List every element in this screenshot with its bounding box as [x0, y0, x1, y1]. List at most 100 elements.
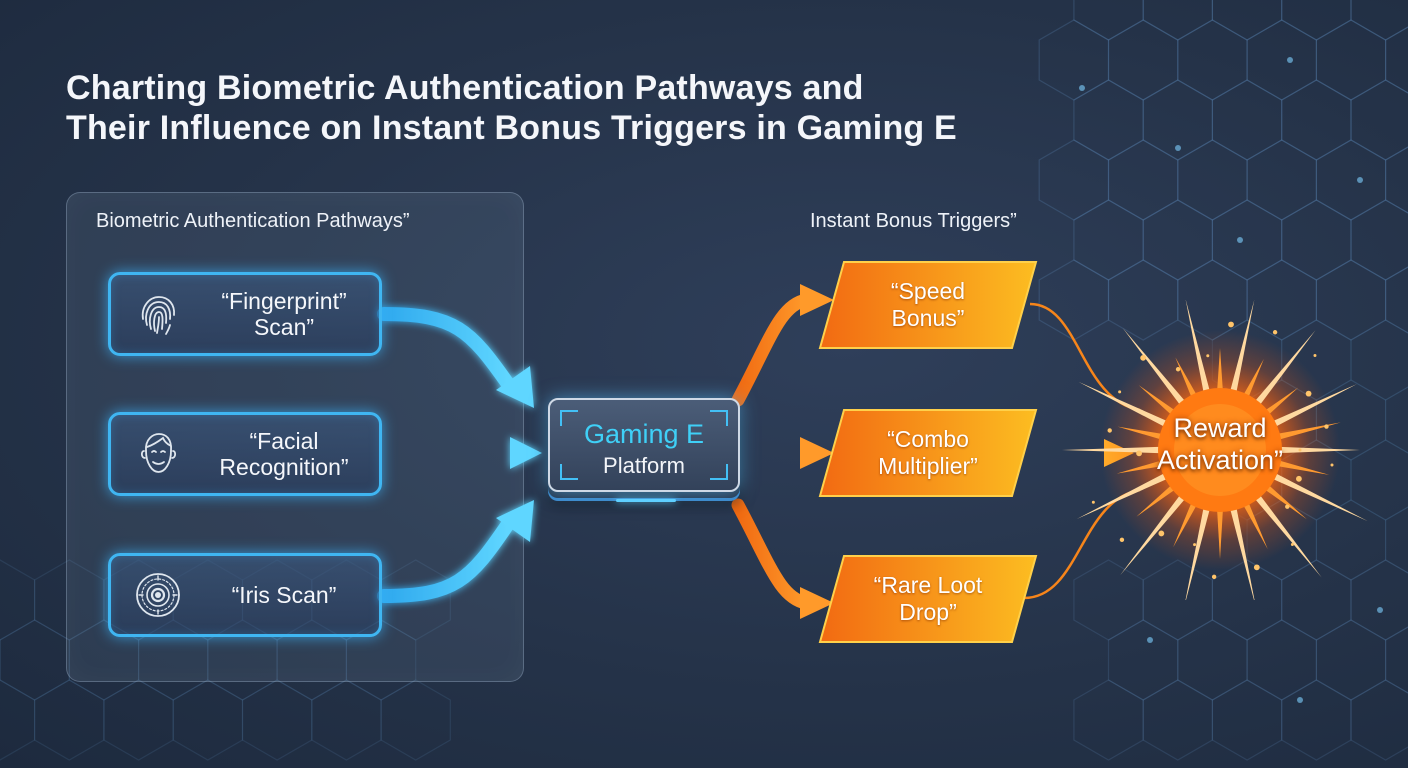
arrow-iris-to-platform	[377, 517, 515, 603]
burst-ray	[1117, 426, 1173, 443]
fingerprint-icon	[141, 296, 175, 335]
burst-spark	[1107, 428, 1112, 433]
background-hexagon	[1281, 79, 1352, 161]
background-hexagon	[1142, 0, 1214, 41]
background-hexagon	[1350, 439, 1408, 521]
trigger-rare-loot-drop: “Rare Loot Drop”	[818, 554, 1038, 644]
background-hexagon	[1142, 679, 1214, 761]
biometric-card-fingerprint: “Fingerprint” Scan”	[108, 272, 382, 356]
burst-ray	[1267, 457, 1330, 475]
background-hexagon	[172, 679, 244, 761]
background-hexagon	[68, 619, 140, 701]
burst-spark	[1158, 530, 1165, 537]
biometric-card-facial: “Facial Recognition”	[108, 412, 382, 496]
facial-recognition-label: “Facial Recognition”	[219, 428, 349, 480]
background-hexagon	[1177, 19, 1248, 101]
background-hexagon	[1246, 139, 1318, 221]
burst-spark	[1175, 367, 1181, 372]
background-hexagon	[1142, 79, 1214, 161]
background-hexagon	[1211, 199, 1283, 281]
burst-ray	[1216, 499, 1224, 559]
frame-corner	[710, 464, 728, 480]
iris-scan-label: “Iris Scan”	[231, 582, 337, 608]
burst-ray	[1227, 497, 1255, 600]
burst-spark	[1330, 463, 1334, 467]
combo-multiplier-label: “Combo Multiplier”	[878, 426, 978, 479]
burst-ray	[1076, 468, 1177, 519]
background-hexagon	[1246, 19, 1318, 101]
rare-loot-drop-label: “Rare Loot Drop”	[873, 572, 983, 625]
burst-spark	[1206, 354, 1210, 358]
background-hexagon	[1384, 626, 1408, 694]
background-hexagon	[33, 559, 105, 641]
background-hexagon	[1073, 0, 1144, 41]
platform-light-bar	[616, 499, 676, 502]
background-hexagon	[241, 679, 313, 761]
background-hexagon	[1177, 139, 1248, 221]
burst-ray	[1185, 497, 1213, 600]
background-hexagon	[1107, 139, 1179, 221]
burst-spark	[1140, 354, 1147, 361]
burst-ray	[1267, 422, 1341, 443]
background-hexagon	[1281, 679, 1352, 761]
background-glow-dot	[1175, 145, 1181, 151]
background-glow-dot	[1237, 237, 1243, 243]
burst-spark	[1091, 500, 1095, 504]
background-hexagon	[1107, 619, 1179, 701]
trigger-shape	[818, 555, 1038, 643]
bonus-triggers-heading: Instant Bonus Triggers”	[810, 210, 1017, 232]
reward-burst-icon	[1062, 300, 1368, 600]
background-hexagon	[1350, 0, 1408, 41]
background-hexagon	[1142, 199, 1214, 281]
background-glow-dot	[1147, 637, 1153, 643]
background-hexagon	[1073, 199, 1144, 281]
burst-ray	[1227, 300, 1255, 403]
platform-subtitle: Platform	[603, 453, 685, 478]
background-hexagon	[1211, 679, 1283, 761]
background-glow-dot	[1287, 57, 1293, 63]
background-hexagon	[1315, 19, 1387, 101]
background-hexagon	[1107, 19, 1179, 101]
background-hexagon	[311, 679, 382, 761]
background-hexagon	[1384, 506, 1408, 574]
background-hexagon	[1246, 259, 1318, 341]
background-glow-dot	[1357, 177, 1363, 183]
background-hexagon	[1350, 679, 1408, 761]
burst-spark	[1305, 390, 1312, 397]
arrowhead-facial	[510, 437, 542, 469]
trigger-shape	[818, 261, 1038, 349]
burst-ray	[1263, 384, 1357, 432]
background-hexagon	[1038, 259, 1110, 341]
speed-bonus-label: “Speed Bonus”	[890, 278, 966, 331]
arrowhead-speed	[800, 284, 834, 316]
background-hexagon	[1384, 146, 1408, 214]
platform-frame	[560, 410, 728, 480]
background-hexagon	[1107, 259, 1179, 341]
background-glow-dot	[1297, 697, 1303, 703]
background-hexagon	[1384, 266, 1408, 334]
background-hexagon	[1384, 386, 1408, 454]
background-hexagon	[1350, 559, 1408, 641]
burst-spark	[1253, 564, 1260, 571]
burst-spark	[1296, 475, 1302, 482]
fingerprint-scan-label: “Fingerprint” Scan”	[221, 288, 347, 340]
background-hexagon	[1384, 26, 1408, 94]
reward-activation-label: Reward Activation”	[1156, 413, 1284, 475]
burst-ray	[1238, 493, 1268, 550]
burst-spark	[1298, 448, 1302, 452]
burst-spark	[1290, 542, 1294, 546]
arrow-platform-to-rareloot	[731, 498, 813, 610]
burst-ray	[1078, 381, 1177, 432]
background-hexagon	[0, 619, 70, 701]
burst-spark	[1272, 330, 1278, 335]
biometric-card-iris: “Iris Scan”	[108, 553, 382, 637]
background-hexagon	[1281, 199, 1352, 281]
burst-spark	[1285, 504, 1290, 509]
burst-spark	[1118, 390, 1122, 394]
background-hexagon	[1211, 79, 1283, 161]
background-hexagon	[1073, 79, 1144, 161]
burst-ray	[1062, 446, 1171, 454]
background-hexagon	[1073, 559, 1144, 641]
background-hexagon	[0, 559, 36, 641]
